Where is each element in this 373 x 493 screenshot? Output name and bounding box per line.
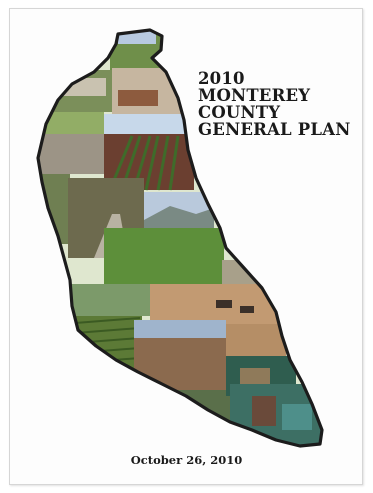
farm-sky	[134, 320, 226, 338]
mountain-ridge	[144, 206, 214, 228]
cabin	[240, 368, 270, 384]
valley-structure	[252, 396, 276, 426]
title-line-year: 2010	[198, 69, 245, 88]
grass-strip	[38, 112, 104, 134]
vineyard-rows	[61, 317, 141, 365]
ranch-roof	[118, 90, 158, 106]
vineyard-photo	[58, 316, 142, 374]
document-title: 2010 MONTEREY COUNTY GENERAL PLAN	[198, 70, 368, 138]
cattle-pasture-photo	[150, 284, 280, 324]
cattle-2	[240, 306, 254, 313]
stone-shoreline-photo	[38, 134, 104, 174]
county-outline	[36, 28, 324, 448]
title-line-county: COUNTY	[198, 103, 281, 122]
crop-row-lines	[108, 135, 180, 191]
cattle-1	[216, 300, 232, 308]
title-line-general-plan: GENERAL PLAN	[198, 120, 351, 139]
title-line-county-name: MONTEREY	[198, 86, 311, 105]
publication-date: October 26, 2010	[130, 453, 243, 467]
crop-sky	[104, 114, 194, 134]
lower-hills-strip	[140, 390, 230, 446]
green-field-photo	[104, 228, 224, 284]
pond	[282, 404, 312, 430]
